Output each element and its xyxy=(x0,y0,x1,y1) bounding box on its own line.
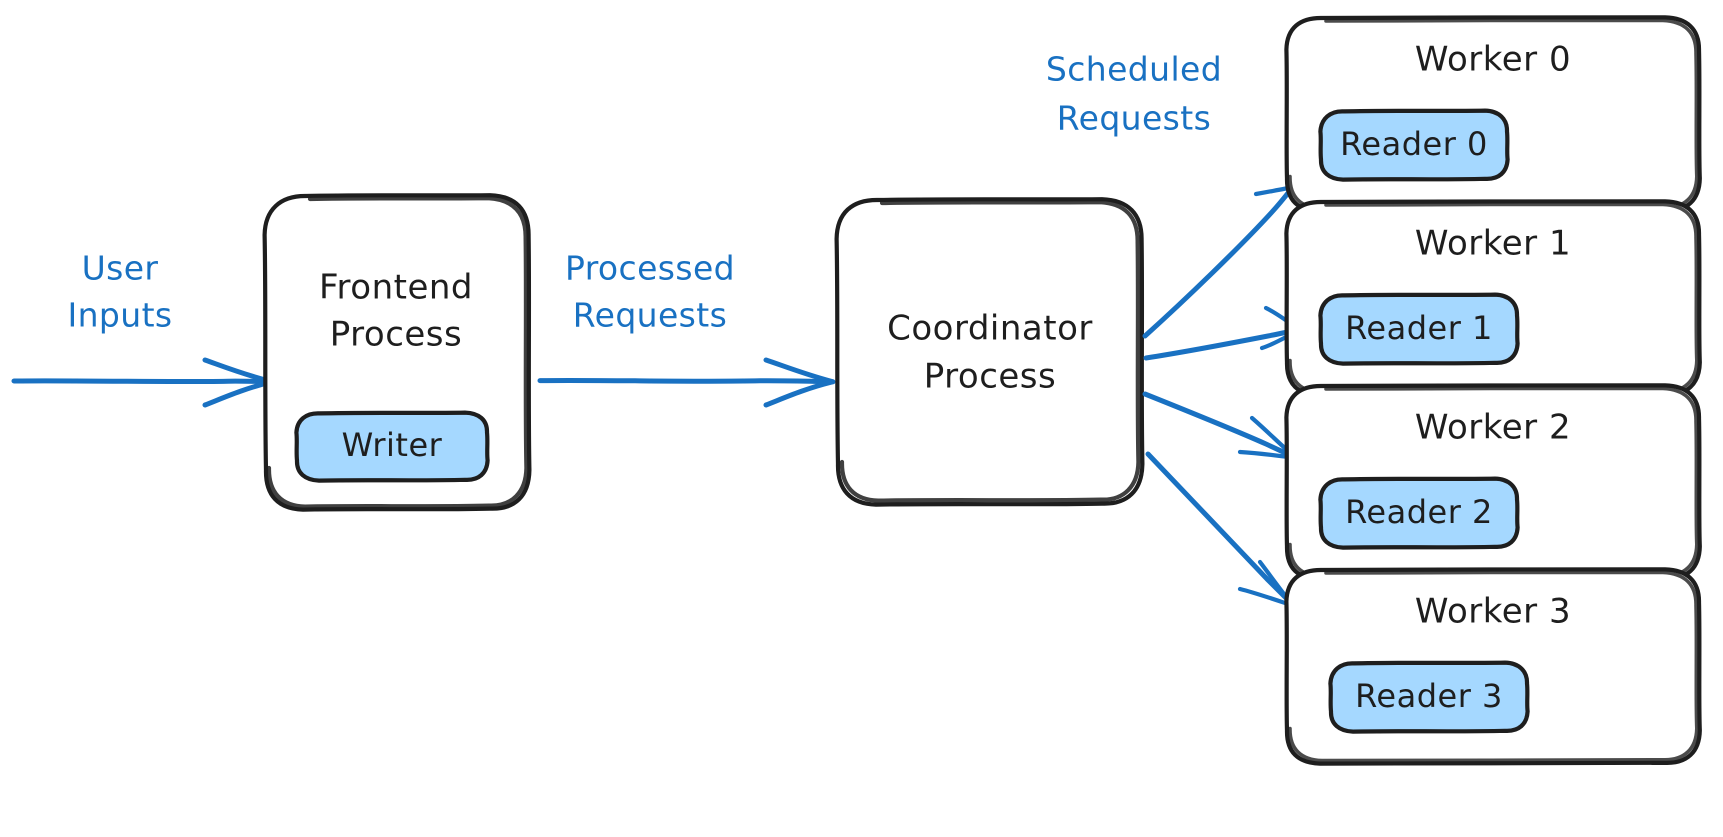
reader-0-box-fill xyxy=(1319,110,1508,180)
coordinator-box-outline xyxy=(834,197,1145,507)
node-reader-3[interactable]: Reader 3 xyxy=(1328,660,1530,734)
frontend-box-outline-2 xyxy=(266,196,529,509)
reader-3-box-fill xyxy=(1329,662,1528,732)
user-inputs-arrow-line xyxy=(11,378,275,385)
processed-requests-label-line2: Requests xyxy=(573,296,727,335)
frontend-box-outline xyxy=(262,193,532,512)
writer-box-fill xyxy=(296,412,488,481)
worker-2-title: Worker 2 xyxy=(1415,408,1571,448)
coordinator-box-fill xyxy=(836,199,1143,505)
worker-0-title: Worker 0 xyxy=(1415,40,1571,80)
coordinator-label-line2: Process xyxy=(924,357,1056,397)
user-inputs-label-line1: User xyxy=(82,249,159,288)
frontend-label-line2: Process xyxy=(330,315,462,355)
coordinator-box-outline-2 xyxy=(839,200,1141,503)
worker-3-box-outline-2 xyxy=(1288,570,1699,763)
reader-3-box-outline xyxy=(1328,660,1530,734)
user-inputs-arrowhead-top xyxy=(202,357,274,384)
writer-box-outline xyxy=(294,410,490,483)
reader-0-box-outline xyxy=(1318,108,1510,182)
arrow-2-line xyxy=(1142,391,1299,461)
node-writer[interactable]: Writer xyxy=(294,410,490,483)
edge-coordinator-to-worker-2 xyxy=(1142,391,1299,461)
user-inputs-label-line2: Inputs xyxy=(67,296,172,335)
node-frontend-process[interactable]: Frontend Process Writer xyxy=(262,193,532,512)
frontend-label-line1: Frontend xyxy=(319,268,473,308)
arrow-0-line xyxy=(1142,185,1295,339)
edge-processed-requests: Processed Requests xyxy=(537,249,836,408)
reader-2-label: Reader 2 xyxy=(1345,493,1493,531)
reader-3-label: Reader 3 xyxy=(1355,677,1503,715)
reader-1-box-fill xyxy=(1319,294,1518,364)
node-worker-3[interactable]: Worker 3 Reader 3 xyxy=(1284,567,1702,766)
reader-2-box-outline xyxy=(1318,476,1520,550)
node-worker-0[interactable]: Worker 0 Reader 0 xyxy=(1284,15,1702,214)
node-worker-1[interactable]: Worker 1 Reader 1 xyxy=(1284,199,1702,398)
scheduled-requests-label-line1: Scheduled xyxy=(1046,50,1222,89)
processed-requests-arrow-line xyxy=(537,377,836,385)
processed-requests-arrowhead-bottom xyxy=(763,379,835,408)
processed-requests-arrowhead-top xyxy=(763,357,835,384)
worker-1-title: Worker 1 xyxy=(1415,224,1571,264)
reader-1-box-outline xyxy=(1318,292,1520,366)
edge-coordinator-to-worker-3 xyxy=(1145,451,1296,608)
node-coordinator-process[interactable]: Coordinator Process xyxy=(834,197,1145,507)
node-reader-2[interactable]: Reader 2 xyxy=(1318,476,1520,550)
coordinator-label-line1: Coordinator xyxy=(887,309,1093,349)
edge-scheduled-requests-group: Scheduled Requests xyxy=(1046,50,1302,608)
user-inputs-arrowhead-bottom xyxy=(202,379,274,408)
writer-label: Writer xyxy=(342,426,443,464)
node-reader-0[interactable]: Reader 0 xyxy=(1318,108,1510,182)
edge-user-inputs: User Inputs xyxy=(11,249,275,408)
worker-3-box-outline xyxy=(1284,567,1702,766)
processed-requests-label-line1: Processed xyxy=(565,249,735,288)
reader-2-box-fill xyxy=(1319,478,1518,548)
reader-1-label: Reader 1 xyxy=(1345,309,1493,347)
node-worker-2[interactable]: Worker 2 Reader 2 xyxy=(1284,383,1702,582)
arrow-3-line xyxy=(1145,451,1296,608)
scheduled-requests-label-line2: Requests xyxy=(1057,99,1211,138)
node-reader-1[interactable]: Reader 1 xyxy=(1318,292,1520,366)
reader-0-label: Reader 0 xyxy=(1340,125,1488,163)
worker-3-title: Worker 3 xyxy=(1415,592,1571,632)
